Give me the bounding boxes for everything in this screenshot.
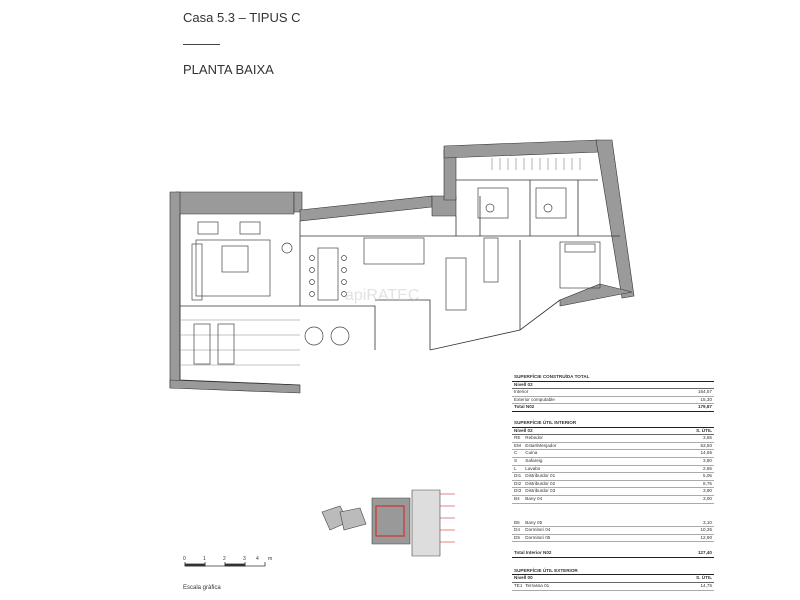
dining-table bbox=[309, 247, 347, 301]
page-title: Casa 5.3 – TIPUS C bbox=[183, 10, 301, 25]
bathrooms bbox=[477, 187, 567, 219]
scale-tick: 0 bbox=[183, 556, 186, 562]
key-plan bbox=[321, 489, 455, 557]
table-row: Interior 164,57 bbox=[512, 389, 714, 397]
scale-bar bbox=[184, 562, 266, 567]
table-title: SUPERFÍCIE ÚTIL EXTERIOR bbox=[512, 568, 714, 576]
table-level: Nivell 00 S. ÚTIL bbox=[512, 575, 714, 584]
table-title: SUPERFÍCIE ÚTIL INTERIOR bbox=[512, 420, 714, 428]
scale-tick: 4 bbox=[256, 556, 259, 562]
center-walls bbox=[299, 195, 457, 222]
interior-outlines bbox=[179, 179, 620, 386]
table-total: Total N02 179,87 bbox=[512, 404, 714, 412]
kitchen-island bbox=[363, 237, 499, 311]
scale-tick: 3 bbox=[243, 556, 246, 562]
title-divider bbox=[183, 44, 220, 45]
table-level: Nivell 02 S. ÚTIL bbox=[512, 428, 714, 436]
scale-tick: 1 bbox=[203, 556, 206, 562]
table-title: SUPERFÍCIE CONSTRUÏDA TOTAL bbox=[512, 374, 714, 382]
scale-tick: 2 bbox=[223, 556, 226, 562]
table-total: Total Interior N02 127,40 bbox=[512, 550, 714, 558]
left-wing-walls bbox=[169, 191, 303, 394]
scale-label: Escala gràfica bbox=[183, 585, 221, 591]
right-wing-walls bbox=[443, 139, 635, 307]
terrace-hatching bbox=[180, 319, 300, 366]
table-row: Exterior computable 15,30 bbox=[512, 397, 714, 405]
terrace-loungers bbox=[193, 323, 350, 365]
built-surface-table: SUPERFÍCIE CONSTRUÏDA TOTAL Nivell 02 In… bbox=[512, 374, 714, 412]
bedroom-bed bbox=[559, 241, 601, 289]
exterior-surface-table: SUPERFÍCIE ÚTIL EXTERIOR Nivell 00 S. ÚT… bbox=[512, 568, 714, 591]
table-level: Nivell 02 bbox=[512, 382, 714, 390]
interior-surface-table: SUPERFÍCIE ÚTIL INTERIOR Nivell 02 S. ÚT… bbox=[512, 420, 714, 558]
stairs bbox=[491, 158, 581, 170]
living-furniture bbox=[191, 221, 293, 301]
scale-tick: m bbox=[268, 556, 273, 562]
surface-tables: SUPERFÍCIE CONSTRUÏDA TOTAL Nivell 02 In… bbox=[512, 374, 714, 591]
watermark-text: apiRATEC bbox=[345, 287, 419, 304]
floor-subtitle: PLANTA BAIXA bbox=[183, 62, 274, 77]
